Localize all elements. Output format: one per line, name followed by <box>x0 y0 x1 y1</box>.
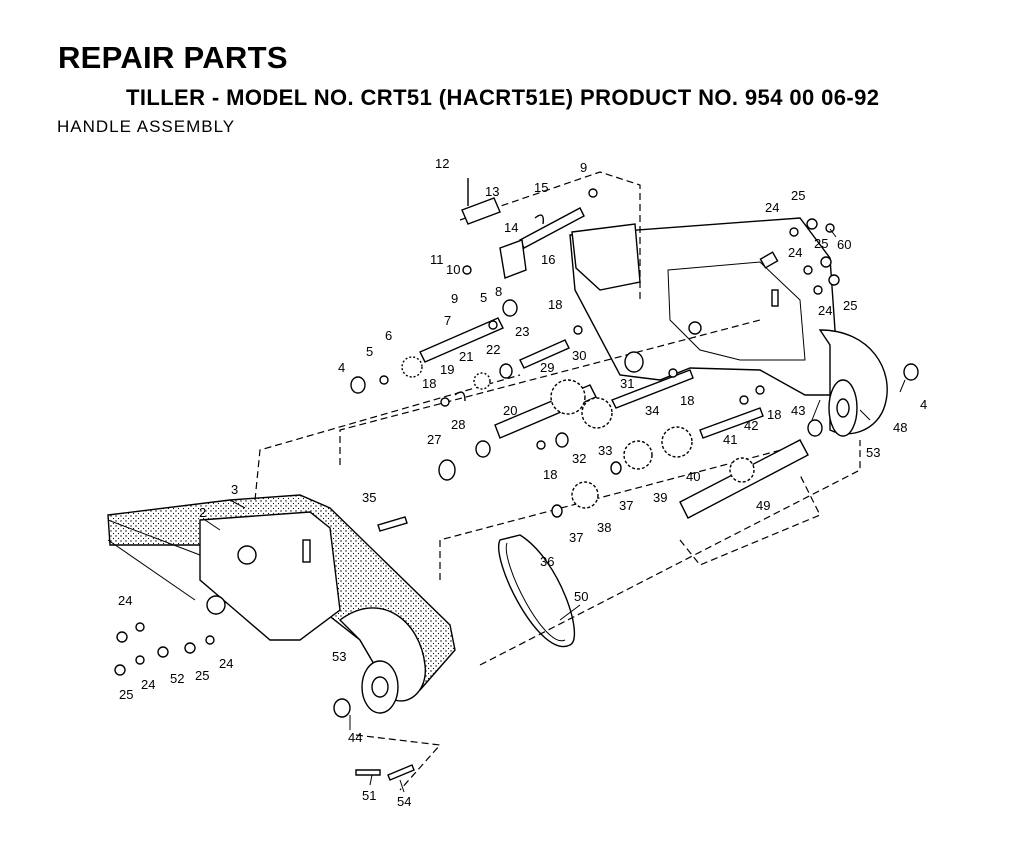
callout-16: 16 <box>541 252 555 267</box>
section-heading: HANDLE ASSEMBLY <box>57 117 236 136</box>
callout-2: 2 <box>199 505 206 520</box>
callout-32: 32 <box>572 451 586 466</box>
callout-42: 42 <box>744 418 758 433</box>
callout-13: 13 <box>485 184 499 199</box>
callout-24-bottom-left: 24 <box>141 677 155 692</box>
callout-25-right-mid: 25 <box>814 236 828 251</box>
callout-18-upper: 18 <box>548 297 562 312</box>
callout-39: 39 <box>653 490 667 505</box>
callout-53-left: 53 <box>332 649 346 664</box>
callout-28: 28 <box>451 417 465 432</box>
model-subtitle: TILLER - MODEL NO. CRT51 (HACRT51E) PROD… <box>126 85 880 110</box>
callout-5-lower: 5 <box>366 344 373 359</box>
callout-25-right-top: 25 <box>791 188 805 203</box>
callout-44: 44 <box>348 730 362 745</box>
left-frame-assembly <box>107 494 456 714</box>
callout-7: 7 <box>444 313 451 328</box>
callout-3: 3 <box>231 482 238 497</box>
callout-25-bottom-left: 25 <box>119 687 133 702</box>
callout-38: 38 <box>597 520 611 535</box>
callout-35: 35 <box>362 490 376 505</box>
callout-19: 19 <box>440 362 454 377</box>
small-hardware <box>114 178 919 781</box>
callout-49: 49 <box>756 498 770 513</box>
callout-9-top: 9 <box>580 160 587 175</box>
callout-8: 8 <box>495 284 502 299</box>
sprockets <box>401 356 755 509</box>
callout-24-right-mid: 24 <box>788 245 802 260</box>
callout-4-right: 4 <box>920 397 927 412</box>
callout-40: 40 <box>686 469 700 484</box>
page-title: REPAIR PARTS <box>58 40 288 75</box>
callout-34: 34 <box>645 403 659 418</box>
callout-23: 23 <box>515 324 529 339</box>
callout-52: 52 <box>170 671 184 686</box>
callout-31: 31 <box>620 376 634 391</box>
leader-lines <box>204 228 906 793</box>
callout-30: 30 <box>572 348 586 363</box>
callout-5-upper: 5 <box>480 290 487 305</box>
callout-24-right-top: 24 <box>765 200 779 215</box>
drive-belt <box>498 534 576 648</box>
callout-25-bottom-mid: 25 <box>195 668 209 683</box>
callout-41: 41 <box>723 432 737 447</box>
callout-54: 54 <box>397 794 411 809</box>
callout-24-left-top: 24 <box>118 593 132 608</box>
callout-50: 50 <box>574 589 588 604</box>
callout-12: 12 <box>435 156 449 171</box>
callout-18-left: 18 <box>422 376 436 391</box>
reference-lines <box>254 171 861 791</box>
callout-10: 10 <box>446 262 460 277</box>
callout-29: 29 <box>540 360 554 375</box>
callout-14: 14 <box>504 220 518 235</box>
callout-24-bottom-right: 24 <box>219 656 233 671</box>
callout-24-right-low: 24 <box>818 303 832 318</box>
callout-15: 15 <box>534 180 548 195</box>
callout-20: 20 <box>503 403 517 418</box>
callout-6: 6 <box>385 328 392 343</box>
part-callouts: 12 13 15 9 14 11 10 16 9 8 5 18 7 23 6 2… <box>118 156 927 809</box>
right-frame-plate <box>569 217 862 396</box>
callout-4-left: 4 <box>338 360 345 375</box>
callout-11: 11 <box>430 252 444 267</box>
callout-60: 60 <box>837 237 851 252</box>
callout-18-right: 18 <box>680 393 694 408</box>
callout-48: 48 <box>893 420 907 435</box>
callout-18-far: 18 <box>767 407 781 422</box>
callout-37-right: 37 <box>619 498 633 513</box>
callout-37-left: 37 <box>569 530 583 545</box>
callout-22: 22 <box>486 342 500 357</box>
callout-21: 21 <box>459 349 473 364</box>
callout-36: 36 <box>540 554 554 569</box>
callout-27: 27 <box>427 432 441 447</box>
callout-43: 43 <box>791 403 805 418</box>
callout-33: 33 <box>598 443 612 458</box>
callout-51: 51 <box>362 788 376 803</box>
callout-53-right: 53 <box>866 445 880 460</box>
callout-9-left: 9 <box>451 291 458 306</box>
right-tine-guard <box>818 329 888 437</box>
callout-18-mid: 18 <box>543 467 557 482</box>
callout-25-right-low: 25 <box>843 298 857 313</box>
